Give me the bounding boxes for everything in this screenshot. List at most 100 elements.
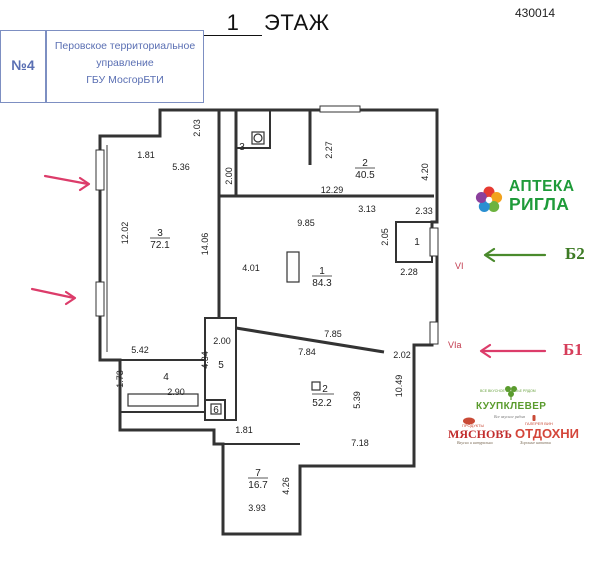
- brand-otdokhni: ОТДОХНИ: [515, 426, 580, 441]
- room-3-number: 3: [157, 228, 163, 239]
- dim-7-85: 7.85: [324, 329, 342, 339]
- bottle-icon: [532, 415, 536, 421]
- clover-icon: [505, 386, 517, 400]
- pharmacy-name-line-2: РИГЛА: [509, 194, 570, 214]
- dim-1-73: 1.73: [115, 370, 125, 388]
- fixtures: [127, 131, 321, 415]
- window-right-2: [429, 321, 439, 345]
- dim-4-26: 4.26: [281, 477, 291, 495]
- dim-2-03: 2.03: [192, 119, 202, 137]
- wall-room6: [205, 399, 226, 420]
- dim-12-02: 12.02: [120, 222, 130, 245]
- fixture-wc3-round: [253, 133, 263, 143]
- entrance-arrows: [30, 174, 547, 359]
- pharmacy-logo-icon: [475, 186, 503, 212]
- dim-2-27: 2.27: [324, 141, 334, 159]
- room-1-number: 1: [319, 266, 325, 277]
- dim-2-33: 2.33: [415, 206, 433, 216]
- opening-labels: VI VIa: [448, 261, 464, 350]
- bti-stamp: №4 Перовское территориальное управление …: [0, 30, 204, 103]
- fixture-wc3: [251, 131, 265, 145]
- column-room2b: [311, 381, 321, 391]
- window-left-2: [95, 281, 105, 317]
- walls: [98, 108, 439, 536]
- stamp-divider: [45, 31, 47, 102]
- dim-2-05: 2.05: [380, 228, 390, 246]
- room-4-number: 4: [163, 372, 169, 383]
- floor-number: 1: [204, 11, 262, 36]
- arrow-b2: [483, 247, 547, 263]
- wall-wc3: [236, 110, 271, 149]
- room-7-area: 16.7: [248, 480, 268, 491]
- pharmacy-name-line-1: АПТЕКА: [509, 178, 575, 195]
- brand-kuupklever: КУУПКЛЕВЕР: [476, 401, 547, 412]
- brand-myasnov: МЯСНОВЪ: [448, 427, 512, 441]
- room-1-small-number: 1: [414, 237, 420, 248]
- brand-kuupklever-sub: Все вкусное рядом: [494, 414, 526, 419]
- wall-room1-bottom: [235, 326, 385, 354]
- dim-4-20: 4.20: [420, 163, 430, 181]
- dim-5-36: 5.36: [172, 162, 190, 172]
- wall-room4: [120, 359, 206, 413]
- dim-1-81a: 1.81: [137, 150, 155, 160]
- stamp-line-3: ГБУ МосгорБТИ: [86, 74, 164, 86]
- stamp-line-2: управление: [96, 57, 154, 69]
- dim-7-84: 7.84: [298, 347, 316, 357]
- document-number: 430014: [515, 6, 556, 20]
- brand-myasnov-sub: Вкусно и натурально: [457, 440, 493, 445]
- arrow-left-bottom: [30, 287, 77, 306]
- dim-5-42: 5.42: [131, 345, 149, 355]
- brand-kuupklever-tagline: ВСЕ ВКУСНОЕ СЧАСТЬЕ РЯДОМ: [480, 389, 536, 393]
- arrow-b1: [479, 343, 547, 359]
- wall-room1-small: [395, 221, 433, 263]
- dim-2-00a: 2.00: [224, 167, 234, 185]
- entrance-b2-label: Б2: [565, 244, 585, 263]
- pig-icon: [463, 417, 475, 425]
- stamp-line-1: Перовское территориальное: [54, 40, 196, 52]
- room-2b-number: 2: [322, 384, 328, 395]
- dim-10-49: 10.49: [394, 375, 404, 398]
- fixture-wc6: [210, 403, 222, 415]
- brand-otdokhni-sub: Хорошие напитки: [520, 440, 551, 445]
- outer-wall: [98, 108, 439, 536]
- dim-1-81b: 1.81: [235, 425, 253, 435]
- dim-4-01: 4.01: [242, 263, 260, 273]
- stair-room4: [127, 393, 199, 407]
- dim-14-06: 14.06: [200, 233, 210, 256]
- window-top: [319, 105, 361, 113]
- floor-label: ЭТАЖ: [264, 10, 330, 35]
- entrance-b1-label: Б1: [563, 340, 583, 359]
- dim-4-34: 4.34: [200, 351, 210, 369]
- window-right-1: [429, 227, 439, 257]
- dim-12-29: 12.29: [321, 185, 344, 195]
- dim-3-13: 3.13: [358, 204, 376, 214]
- room-3-area: 72.1: [150, 240, 170, 251]
- room-1-area: 84.3: [312, 278, 332, 289]
- dimension-labels: 2.03 1.81 5.36 12.02 14.06 2.00 2.27 12.…: [115, 119, 433, 513]
- room-2-number: 2: [362, 158, 368, 169]
- dim-5-39: 5.39: [352, 391, 362, 409]
- arrow-left-top: [43, 174, 91, 192]
- opening-via: VIa: [448, 340, 462, 350]
- dim-2-02: 2.02: [393, 350, 411, 360]
- brand-myasnov-top: ПРОДУКТЫ: [462, 423, 485, 428]
- brand-otdokhni-top: ГАЛЕРЕЯ ВИН: [525, 421, 553, 426]
- room-labels: 3 72.1 1 84.3 2 40.5 2 52.2 7 16.7 3 1 4…: [150, 142, 420, 491]
- room-2b-area: 52.2: [312, 398, 332, 409]
- dim-7-18: 7.18: [351, 438, 369, 448]
- room-2-area: 40.5: [355, 170, 375, 181]
- room-7-number: 7: [255, 468, 261, 479]
- room-3-wc-number: 3: [239, 142, 245, 153]
- stamp-text: Перовское территориальное управление ГБУ…: [47, 38, 203, 89]
- dim-2-00b: 2.00: [213, 336, 231, 346]
- windows: [95, 105, 439, 345]
- opening-vi: VI: [455, 261, 464, 271]
- pharmacy-sign: АПТЕКА РИГЛА: [471, 178, 591, 222]
- dim-3-93: 3.93: [248, 503, 266, 513]
- window-left-1: [95, 149, 105, 191]
- room-6-number: 6: [213, 405, 219, 416]
- dim-2-28: 2.28: [400, 267, 418, 277]
